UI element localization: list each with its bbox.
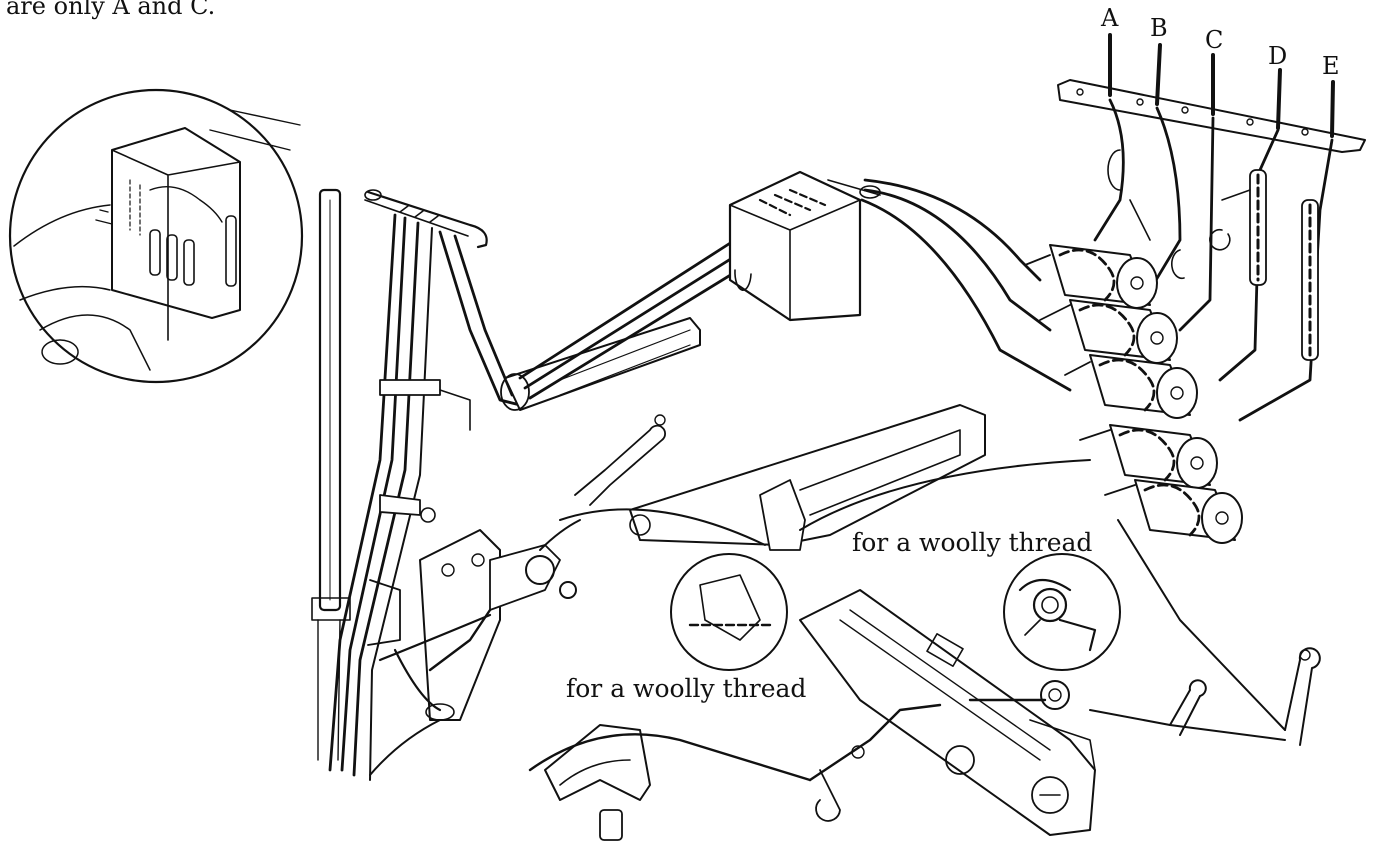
tension-disc-1 — [1049, 244, 1158, 309]
pin-label-c: C — [1205, 26, 1224, 54]
pin-d — [1276, 68, 1282, 130]
spool-pin-plate — [1057, 79, 1366, 153]
lower-looper — [528, 703, 942, 841]
pin-label-e: E — [1322, 52, 1340, 80]
pin-e — [1330, 80, 1335, 138]
tension-disc-2 — [1069, 299, 1178, 364]
thread-tubes — [1209, 169, 1319, 361]
inset-thread-guide-detail — [8, 88, 304, 384]
diagonal-thread-arm — [500, 238, 757, 411]
tension-disc-4 — [1109, 424, 1218, 489]
top-thread-guide-box — [728, 170, 881, 322]
thread-stand-pole — [311, 188, 351, 761]
thread-to-right-hook — [1117, 519, 1321, 746]
top-thread-guide-bar — [364, 189, 488, 249]
lower-looper-plate — [799, 589, 1286, 836]
pin-label-d: D — [1268, 42, 1288, 70]
woolly-thread-note-upper: for a woolly thread — [852, 528, 1093, 557]
descending-threads — [328, 213, 522, 781]
threads-to-tension — [860, 178, 1072, 392]
tension-disc-5 — [1134, 479, 1243, 544]
tension-disc-3 — [1089, 354, 1198, 419]
woolly-thread-note-lower: for a woolly thread — [566, 674, 807, 703]
lower-left-bracket — [369, 519, 581, 776]
pin-b — [1155, 43, 1162, 106]
looper-thread-arm — [559, 404, 1091, 551]
inset-woolly-guide-left — [670, 553, 788, 671]
inset-woolly-guide-right — [1003, 553, 1121, 671]
pin-label-b: B — [1150, 14, 1168, 42]
spool-pins — [1108, 33, 1335, 138]
caption-text: are only A and C. — [6, 0, 216, 20]
thread-eyelet-bracket — [574, 414, 666, 506]
pole-thread-clamps — [367, 379, 471, 646]
tension-disc-stack — [1024, 149, 1243, 544]
pin-label-a: A — [1101, 4, 1119, 32]
